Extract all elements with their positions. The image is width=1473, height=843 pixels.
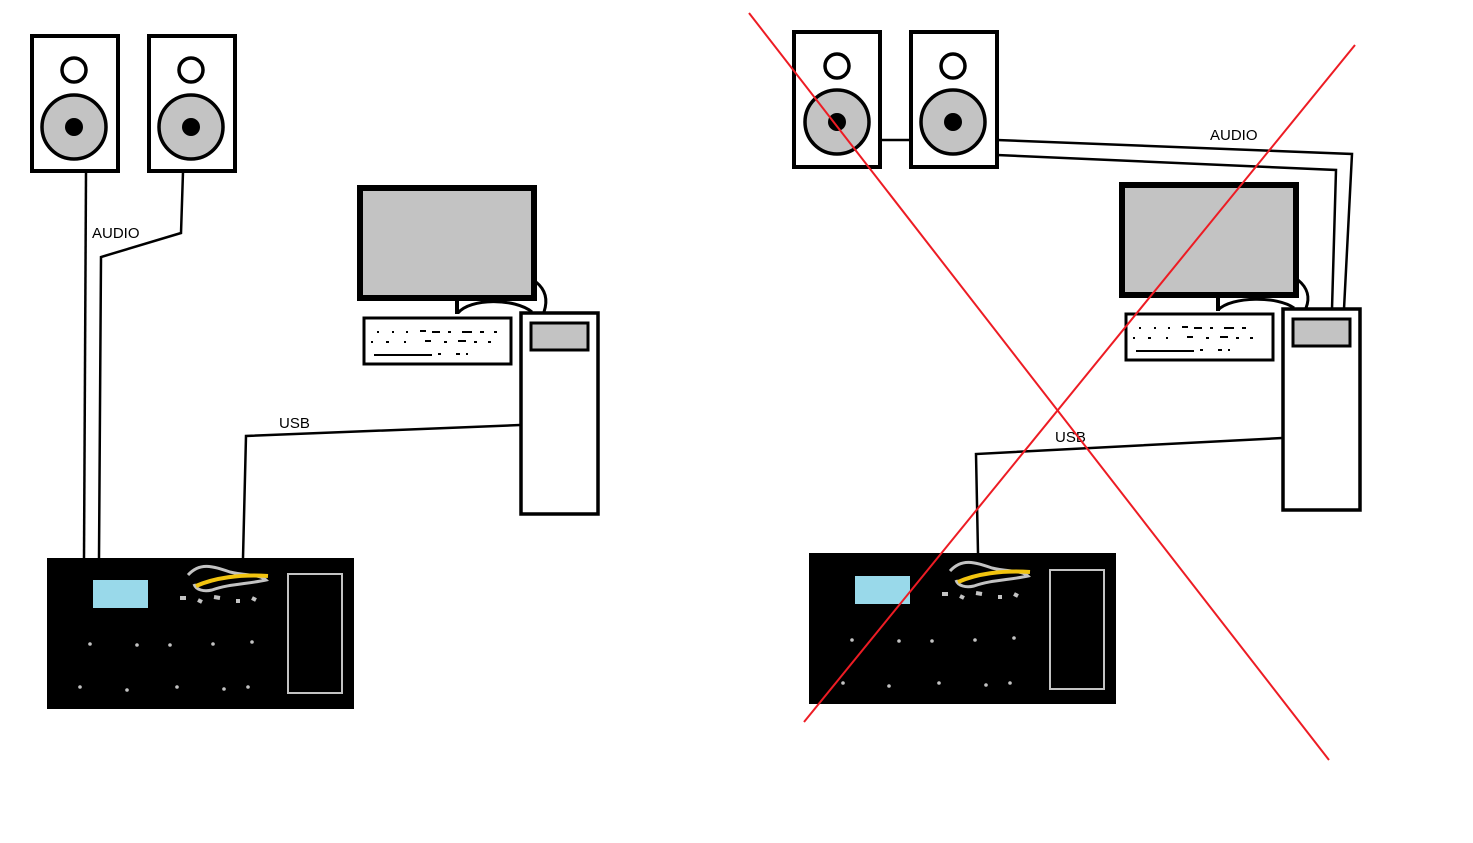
speaker-icon — [909, 30, 999, 169]
dj-controller-icon — [47, 558, 354, 709]
dj-controller-icon — [809, 553, 1116, 704]
right-monitor-cables — [1216, 278, 1310, 312]
right-audio-cables — [880, 138, 1354, 310]
controller-logo — [942, 560, 1031, 600]
left-usb-label: USB — [279, 415, 310, 432]
left-monitor-cables — [456, 280, 548, 315]
monitor-icon — [357, 185, 537, 314]
speaker-icon — [792, 30, 882, 169]
left-audio-label: AUDIO — [92, 225, 140, 242]
computer-tower-icon — [519, 311, 600, 516]
right-audio-label: AUDIO — [1210, 127, 1258, 144]
left-usb-cable — [241, 423, 521, 559]
left-audio-cables — [82, 171, 185, 559]
right-usb-label: USB — [1055, 429, 1086, 446]
computer-tower-icon — [1281, 307, 1362, 512]
monitor-icon — [1119, 182, 1299, 311]
right-usb-cable — [974, 436, 1283, 554]
controller-logo — [180, 564, 269, 604]
speaker-icon — [30, 34, 120, 173]
keyboard-icon — [362, 316, 513, 366]
cross-out-mark — [748, 12, 1356, 761]
left-setup: AUDIO USB — [30, 34, 600, 709]
speaker-icon — [147, 34, 237, 173]
keyboard-icon — [1124, 312, 1275, 362]
right-setup: AUDIO USB — [748, 12, 1362, 761]
